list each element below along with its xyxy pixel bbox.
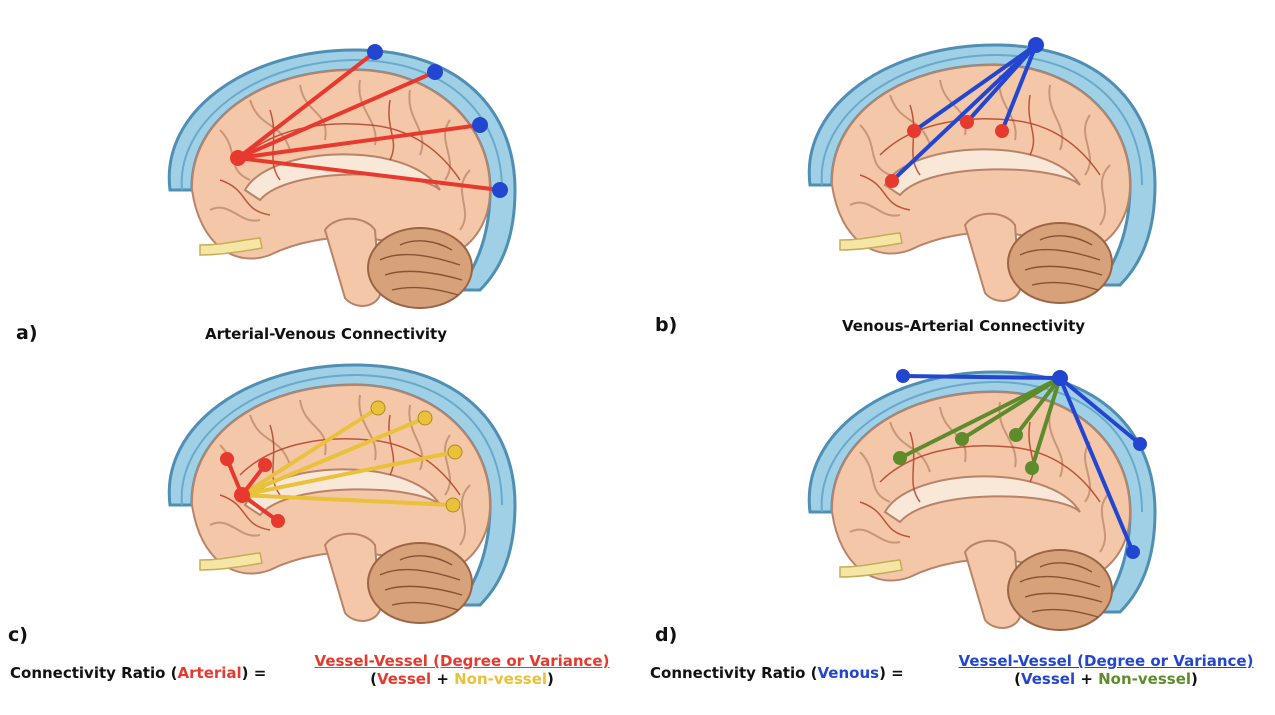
arterial-node [960, 115, 974, 129]
nonvessel-node [370, 400, 386, 416]
panel-c-brain-diagram [130, 355, 530, 630]
formula-denominator: (Vessel + Non-vessel) [370, 670, 554, 688]
nonvessel-node [955, 432, 969, 446]
venous-node [1028, 37, 1044, 53]
edge [240, 450, 457, 497]
panel-b-title: Venous-Arterial Connectivity [842, 317, 1086, 335]
edge [1000, 43, 1038, 133]
edge [1058, 376, 1142, 446]
arterial-node [258, 458, 272, 472]
formula-arterial-lhs: Connectivity Ratio (Arterial) = [10, 664, 266, 682]
edge [898, 376, 1062, 460]
edge [240, 406, 380, 497]
edge [1014, 376, 1062, 437]
formula-numerator: Vessel-Vessel (Degree or Variance) [958, 652, 1254, 670]
edge [240, 493, 455, 507]
arterial-node [230, 150, 246, 166]
brain-illustration-d [807, 369, 1157, 632]
edge [890, 43, 1038, 183]
formula-venous-lhs: Connectivity Ratio (Venous) = [650, 664, 904, 682]
venous-node [1126, 545, 1140, 559]
arterial-node [885, 174, 899, 188]
brain-illustration-c [167, 363, 517, 625]
edge [236, 50, 377, 160]
venous-node [896, 369, 910, 383]
venous-node [427, 64, 443, 80]
venous-node [367, 44, 383, 60]
panel-b-brain-diagram [760, 35, 1180, 310]
formula-suffix: ) = [879, 664, 904, 682]
venous-node [1052, 370, 1068, 386]
formula-venous-fraction: Vessel-Vessel (Degree or Variance) (Vess… [940, 652, 1272, 688]
panel-b-letter: b) [655, 314, 678, 336]
edge [236, 70, 437, 160]
formula-arterial-fraction: Vessel-Vessel (Degree or Variance) (Vess… [297, 652, 627, 688]
edge [1058, 376, 1135, 554]
panel-a-title: Arterial-Venous Connectivity [205, 325, 447, 343]
venous-node [1133, 437, 1147, 451]
brain-illustration-a [167, 44, 517, 310]
panel-c-letter: c) [8, 624, 28, 646]
edge [901, 374, 1062, 380]
venous-node [492, 182, 508, 198]
nonvessel-node [1009, 428, 1023, 442]
arterial-node [234, 487, 250, 503]
edge [236, 156, 502, 192]
edge [912, 43, 1038, 133]
venous-node [472, 117, 488, 133]
formula-prefix: Connectivity Ratio ( [650, 664, 818, 682]
edge [1030, 376, 1062, 470]
formula-highlight-venous: Venous [817, 664, 880, 682]
edge [960, 376, 1062, 441]
formula-suffix: ) = [241, 664, 267, 682]
arterial-node [271, 514, 285, 528]
formula-prefix: Connectivity Ratio ( [10, 664, 178, 682]
panel-a-letter: a) [16, 322, 38, 344]
arterial-node [220, 452, 234, 466]
nonvessel-node [893, 451, 907, 465]
formula-highlight-arterial: Arterial [177, 664, 242, 682]
panel-d-letter: d) [655, 624, 678, 646]
formula-numerator: Vessel-Vessel (Degree or Variance) [314, 652, 610, 670]
edge [236, 123, 482, 160]
formula-denominator: (Vessel + Non-vessel) [1014, 670, 1198, 688]
panel-a-brain-diagram [130, 40, 530, 310]
arterial-node [907, 124, 921, 138]
nonvessel-node [447, 444, 463, 460]
nonvessel-node [445, 497, 461, 513]
arterial-node [995, 124, 1009, 138]
panel-d-brain-diagram [760, 362, 1180, 632]
edge [240, 416, 427, 497]
nonvessel-node [417, 410, 433, 426]
brain-illustration-b [807, 37, 1157, 305]
nonvessel-node [1025, 461, 1039, 475]
